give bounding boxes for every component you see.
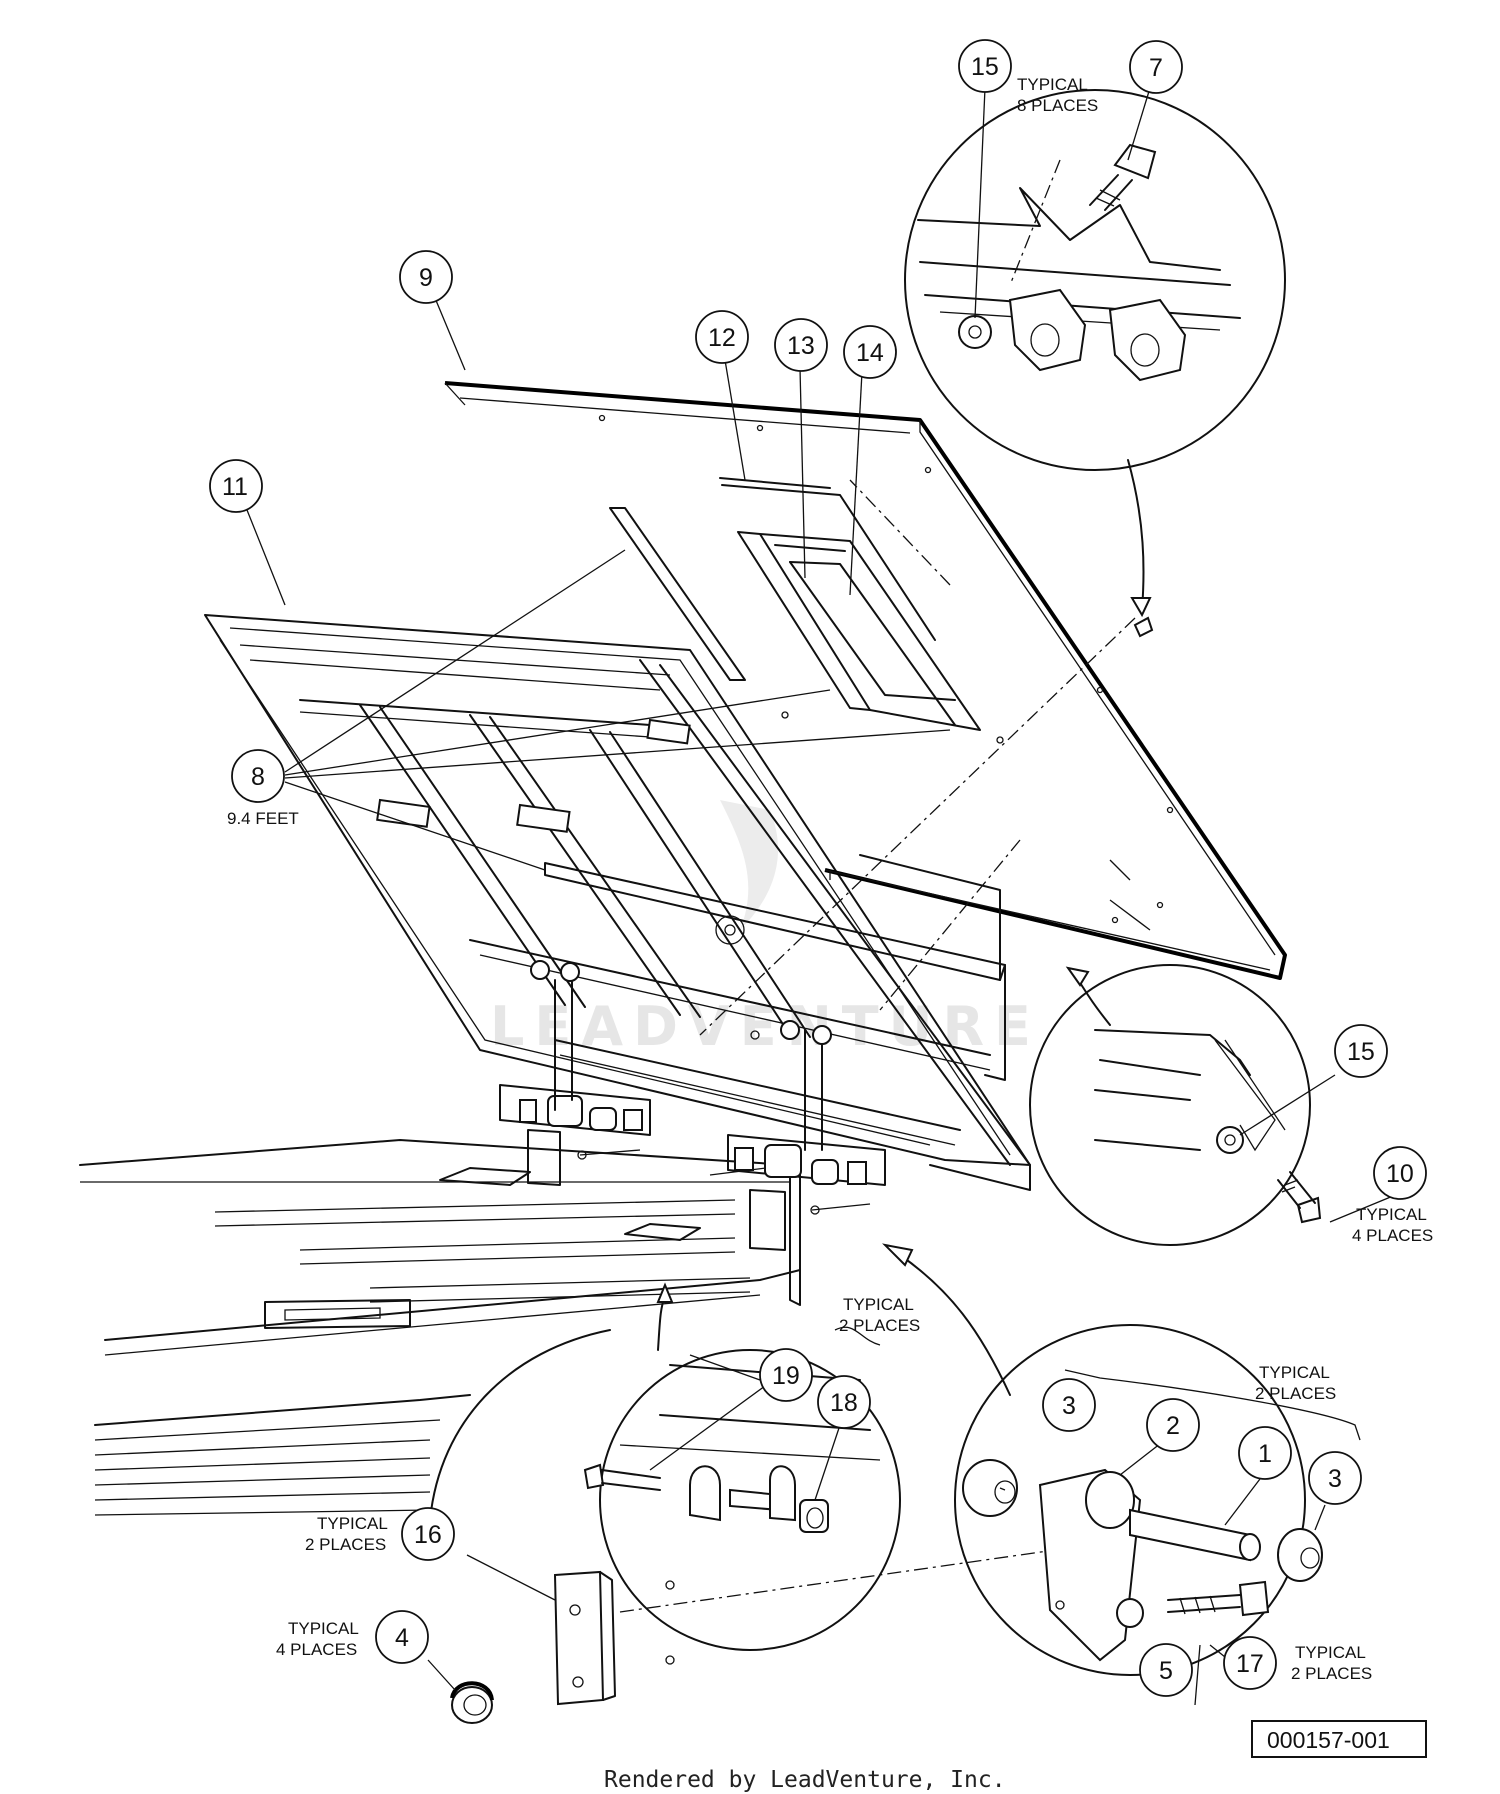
svg-text:2 PLACES: 2 PLACES bbox=[1291, 1664, 1372, 1683]
note-typical-4-places-left: TYPICAL 4 PLACES bbox=[276, 1619, 359, 1659]
svg-text:2: 2 bbox=[1166, 1412, 1180, 1440]
svg-text:2 PLACES: 2 PLACES bbox=[1255, 1384, 1336, 1403]
callout-17: 17 bbox=[1223, 1636, 1277, 1690]
svg-text:TYPICAL: TYPICAL bbox=[1295, 1643, 1366, 1662]
svg-text:2 PLACES: 2 PLACES bbox=[305, 1535, 386, 1554]
watermark-text: LEADVENTURE bbox=[490, 995, 1041, 1058]
svg-text:18: 18 bbox=[830, 1389, 858, 1417]
svg-text:10: 10 bbox=[1386, 1160, 1414, 1188]
callout-10: 10 bbox=[1373, 1146, 1427, 1200]
svg-text:4 PLACES: 4 PLACES bbox=[276, 1640, 357, 1659]
note-typical-4-places-right: TYPICAL 4 PLACES bbox=[1352, 1205, 1433, 1245]
callout-7: 7 bbox=[1129, 40, 1183, 94]
callout-12: 12 bbox=[695, 310, 749, 364]
callout-3-left: 3 bbox=[1042, 1378, 1096, 1432]
callout-9: 9 bbox=[399, 250, 453, 304]
svg-text:13: 13 bbox=[787, 332, 815, 360]
callout-14: 14 bbox=[843, 325, 897, 379]
svg-text:7: 7 bbox=[1149, 54, 1163, 82]
tailgate-frame bbox=[204, 614, 1031, 1191]
watermark: LEADVENTURE bbox=[490, 800, 1041, 1058]
svg-text:3: 3 bbox=[1328, 1465, 1342, 1493]
svg-text:14: 14 bbox=[856, 339, 884, 367]
callout-8: 8 bbox=[231, 749, 285, 803]
svg-text:TYPICAL: TYPICAL bbox=[1017, 75, 1088, 94]
note-typical-2-places-left: TYPICAL 2 PLACES bbox=[305, 1514, 388, 1554]
note-typical-2-places-bottom-right: TYPICAL 2 PLACES bbox=[1291, 1643, 1372, 1683]
note-typical-2-places-center: TYPICAL 2 PLACES bbox=[839, 1295, 920, 1335]
hinge-plate bbox=[450, 1570, 675, 1724]
reference-number: 000157-001 bbox=[1267, 1727, 1390, 1753]
callout-2: 2 bbox=[1146, 1398, 1200, 1452]
svg-text:TYPICAL: TYPICAL bbox=[1356, 1205, 1427, 1224]
svg-text:19: 19 bbox=[772, 1362, 800, 1390]
svg-text:11: 11 bbox=[222, 473, 248, 501]
svg-text:TYPICAL: TYPICAL bbox=[1259, 1363, 1330, 1382]
svg-text:8 PLACES: 8 PLACES bbox=[1017, 96, 1098, 115]
callout-11: 11 bbox=[209, 459, 263, 513]
svg-text:15: 15 bbox=[1347, 1038, 1375, 1066]
detail-circle-top bbox=[904, 89, 1286, 638]
svg-text:3: 3 bbox=[1062, 1392, 1076, 1420]
tailgate-panel bbox=[444, 381, 1287, 1081]
leader-lines bbox=[246, 87, 1394, 1706]
svg-text:16: 16 bbox=[414, 1521, 442, 1549]
hinge-brackets bbox=[499, 979, 886, 1251]
callout-13: 13 bbox=[774, 318, 828, 372]
callout-15-right: 15 bbox=[1334, 1024, 1388, 1078]
callout-19: 19 bbox=[759, 1348, 813, 1402]
callout-1: 1 bbox=[1238, 1426, 1292, 1480]
callout-16: 16 bbox=[401, 1507, 455, 1561]
svg-text:4 PLACES: 4 PLACES bbox=[1352, 1226, 1433, 1245]
centerlines bbox=[619, 159, 1136, 1613]
svg-text:1: 1 bbox=[1258, 1440, 1272, 1468]
callout-4: 4 bbox=[375, 1610, 429, 1664]
panel-strips bbox=[609, 477, 981, 731]
footer-credit: Rendered by LeadVenture, Inc. bbox=[604, 1767, 1006, 1793]
svg-text:TYPICAL: TYPICAL bbox=[317, 1514, 388, 1533]
svg-text:TYPICAL: TYPICAL bbox=[288, 1619, 359, 1638]
note-9-4-feet: 9.4 FEET bbox=[227, 809, 299, 828]
svg-text:5: 5 bbox=[1159, 1657, 1173, 1685]
detail-circle-right bbox=[1029, 964, 1322, 1246]
detail-circle-bottom-center bbox=[583, 1282, 901, 1651]
truck-bed bbox=[79, 1139, 801, 1521]
callout-3-right: 3 bbox=[1308, 1451, 1362, 1505]
svg-text:9: 9 bbox=[419, 264, 433, 292]
detail-circle-bottom-right bbox=[882, 1243, 1361, 1676]
svg-text:4: 4 bbox=[395, 1624, 409, 1652]
callout-5: 5 bbox=[1139, 1643, 1193, 1697]
svg-text:15: 15 bbox=[971, 53, 999, 81]
svg-text:17: 17 bbox=[1236, 1650, 1264, 1678]
callout-18: 18 bbox=[817, 1375, 871, 1429]
svg-text:2 PLACES: 2 PLACES bbox=[839, 1316, 920, 1335]
callout-15-top: 15 bbox=[958, 39, 1012, 93]
svg-text:8: 8 bbox=[251, 763, 265, 791]
note-typical-2-places-right: TYPICAL 2 PLACES bbox=[1255, 1363, 1336, 1403]
note-typical-8-places: TYPICAL 8 PLACES bbox=[1017, 75, 1098, 115]
reference-number-box: 000157-001 bbox=[1251, 1720, 1427, 1758]
svg-text:12: 12 bbox=[708, 324, 736, 352]
svg-text:TYPICAL: TYPICAL bbox=[843, 1295, 914, 1314]
